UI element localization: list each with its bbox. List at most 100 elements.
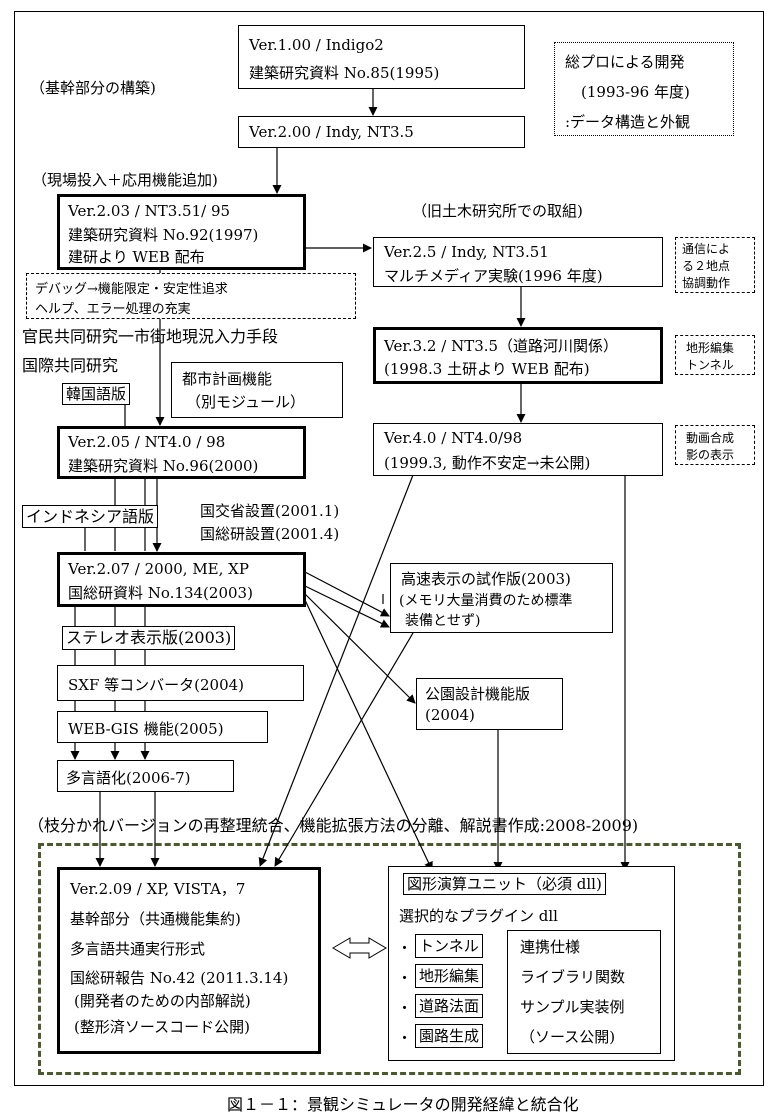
box-ver-2-03-line-1: Ver.2.03 / NT3.51/ 95 [68, 202, 231, 220]
label-genba: （現場投入＋応用機能追加) [32, 171, 218, 189]
plugin-dourohoumen: 道路法面 [415, 994, 484, 1018]
diagram-frame [14, 11, 764, 1086]
box-ver-3-2-line-2: (1998.3 土研より WEB 配布) [384, 360, 590, 378]
box-tsushin-line-3: 協調動作 [682, 276, 731, 290]
box-tsushin-line-2: る２地点 [682, 259, 731, 273]
box-ver-2-09-line-6: (整形済ソースコード公開) [74, 1018, 250, 1036]
box-chikei-line-2: トンネル [686, 358, 734, 372]
box-ver-2-07: Ver.2.07 / 2000, ME, XP 国総研資料 No.134(200… [57, 552, 306, 607]
box-kousoku-line-2: (メモリ大量消費のため標準 [399, 593, 573, 609]
box-plugin-unit: 図形演算ユニット（必須 dll) 選択的なプラグイン dll ・ トンネル ・ … [388, 866, 675, 1061]
plugin-bullet-2: ・ [397, 969, 413, 987]
box-chikei-line-1: 地形編集 [686, 341, 735, 355]
box-ver-2-07-line-1: Ver.2.07 / 2000, ME, XP [68, 560, 249, 578]
box-tsushin-line-1: 通信によ [682, 242, 731, 256]
box-ver-2-00: Ver.2.00 / Indy, NT3.5 [238, 116, 525, 148]
box-ver-3-2: Ver.3.2 / NT3.5（道路河川関係） (1998.3 土研より WEB… [373, 327, 663, 384]
box-toshi-line-2: （別モジュール） [186, 393, 305, 411]
box-ver-2-03-line-3: 建研より WEB 配布 [68, 248, 205, 266]
integration-area-border [38, 843, 741, 1075]
box-debug: デバッグ→機能限定・安定性追求 ヘルプ、エラー処理の充実 [26, 273, 356, 319]
arrow-kousoku-v209 [274, 632, 414, 867]
box-renkei-line-2: ライブラリ関数 [520, 968, 626, 986]
box-soupro: 総プロによる開発 (1993-96 年度) :データ構造と外観 [554, 42, 734, 136]
box-tagengo-line-1: 多言語化(2006-7) [66, 769, 191, 787]
arrow-v40-v209 [258, 474, 414, 867]
box-ver-2-09-line-3: 多言語共通実行形式 [70, 940, 206, 958]
box-ver-3-2-line-1: Ver.3.2 / NT3.5（道路河川関係） [384, 337, 619, 355]
plugin-tunnel: トンネル [415, 934, 483, 958]
box-soupro-line-2: (1993-96 年度) [581, 83, 690, 101]
box-ver-2-05: Ver.2.05 / NT4.0 / 98 建築研究資料 No.96(2000) [57, 426, 306, 479]
box-ver-2-09-line-1: Ver.2.09 / XP, VISTA，7 [70, 880, 246, 898]
box-douga-line-2: 影の表示 [686, 448, 735, 462]
box-webgis-line-1: WEB-GIS 機能(2005) [68, 720, 224, 738]
box-ver-1-00: Ver.1.00 / Indigo2 建築研究資料 No.85(1995) [238, 25, 525, 89]
plugin-chikei: 地形編集 [415, 964, 484, 988]
arrow-v207-kousoku-b [304, 585, 390, 628]
box-sxf-line-1: SXF 等コンバータ(2004) [68, 676, 245, 694]
box-debug-line-1: デバッグ→機能限定・安定性追求 [35, 282, 228, 297]
box-toshi: 都市計画機能 （別モジュール） [171, 362, 343, 418]
label-korean: 韓国語版 [62, 383, 131, 405]
box-unit-title: 図形演算ユニット（必須 dll) [403, 873, 606, 895]
figure-caption: 図１－１：景観シミュレータの開発経緯と統合化 [227, 1095, 579, 1114]
box-ver-2-03-line-2: 建築研究資料 No.92(1997) [68, 226, 259, 244]
label-kokko: 国交省設置(2001.1) [200, 502, 340, 520]
label-kanmin: 官民共同研究一市街地現況入力手段 [22, 327, 279, 346]
box-kousoku: 高速表示の試作版(2003) (メモリ大量消費のため標準 装備とせず) [390, 563, 613, 633]
arrow-v207-kousoku-a [304, 571, 390, 617]
box-renkei-line-4: （ソース公開) [520, 1028, 616, 1046]
arrow-v207-koen [304, 593, 416, 704]
box-ver-2-5-line-2: マルチメディア実験(1996 年度) [384, 267, 603, 285]
box-kousoku-line-3: 装備とせず) [405, 613, 481, 629]
box-soupro-line-3: :データ構造と外観 [565, 113, 691, 131]
plugin-bullet-4: ・ [397, 1029, 413, 1047]
box-ver-1-00-line-2: 建築研究資料 No.85(1995) [249, 64, 440, 82]
label-kyudoboku: （旧土木研究所での取組) [412, 202, 583, 220]
box-koen-line-2: (2004) [425, 706, 475, 724]
box-sxf: SXF 等コンバータ(2004) [57, 665, 304, 701]
box-ver-2-5: Ver.2.5 / Indy, NT3.51 マルチメディア実験(1996 年度… [373, 237, 663, 287]
box-koen: 公園設計機能版 (2004) [416, 678, 563, 730]
box-ver-2-09-line-2: 基幹部分（共通機能集約) [70, 910, 241, 928]
box-koen-line-1: 公園設計機能版 [425, 685, 531, 703]
box-toshi-line-1: 都市計画機能 [182, 370, 273, 388]
box-douga-line-1: 動画合成 [686, 431, 735, 445]
label-indonesia: インドネシア語版 [22, 505, 159, 528]
box-soupro-line-1: 総プロによる開発 [565, 53, 685, 71]
box-douga: 動画合成 影の表示 [675, 425, 755, 465]
box-ver-4-0: Ver.4.0 / NT4.0/98 (1999.3, 動作不安定→未公開) [373, 423, 663, 476]
box-ver-2-05-line-2: 建築研究資料 No.96(2000) [68, 457, 259, 475]
box-ver-4-0-line-2: (1999.3, 動作不安定→未公開) [384, 454, 591, 472]
label-edaware: （枝分かれバージョンの再整理統合、機能拡張方法の分離、解説書作成:2008-20… [28, 816, 639, 835]
box-ver-2-00-line-1: Ver.2.00 / Indy, NT3.5 [249, 123, 414, 141]
plugin-bullet-1: ・ [397, 939, 413, 957]
box-ver-2-09-line-4: 国総研報告 No.42 (2011.3.14) [70, 969, 289, 987]
box-renkei: 連携仕様 ライブラリ関数 サンプル実装例 （ソース公開) [507, 930, 661, 1054]
box-renkei-line-1: 連携仕様 [520, 938, 581, 956]
label-kokusai: 国際共同研究 [22, 356, 119, 375]
box-ver-2-03: Ver.2.03 / NT3.51/ 95 建築研究資料 No.92(1997)… [57, 194, 306, 270]
arrow-v207-unit [304, 599, 433, 871]
box-debug-line-2: ヘルプ、エラー処理の充実 [35, 302, 191, 317]
plugin-enro: 園路生成 [415, 1024, 484, 1048]
box-ver-1-00-line-1: Ver.1.00 / Indigo2 [249, 36, 384, 54]
box-ver-2-5-line-1: Ver.2.5 / Indy, NT3.51 [384, 243, 549, 261]
box-stereo: ステレオ表示版(2003) [62, 626, 236, 650]
label-kikan: （基幹部分の構築) [30, 79, 156, 97]
box-tsushin: 通信によ る２地点 協調動作 [675, 237, 755, 293]
box-ver-4-0-line-1: Ver.4.0 / NT4.0/98 [384, 429, 523, 447]
box-renkei-line-3: サンプル実装例 [520, 998, 625, 1016]
box-ver-2-07-line-2: 国総研資料 No.134(2003) [68, 584, 253, 602]
double-arrow [332, 937, 387, 959]
box-webgis: WEB-GIS 機能(2005) [57, 711, 268, 743]
box-ver-2-05-line-1: Ver.2.05 / NT4.0 / 98 [68, 433, 226, 451]
box-chikei-tunnel: 地形編集 トンネル [675, 335, 755, 375]
box-plugin-title: 選択的なプラグイン dll [399, 907, 558, 925]
box-kousoku-line-1: 高速表示の試作版(2003) [401, 570, 571, 588]
plugin-bullet-3: ・ [397, 999, 413, 1017]
box-tagengo: 多言語化(2006-7) [57, 760, 234, 792]
label-kokusou: 国総研設置(2001.4) [200, 525, 340, 543]
